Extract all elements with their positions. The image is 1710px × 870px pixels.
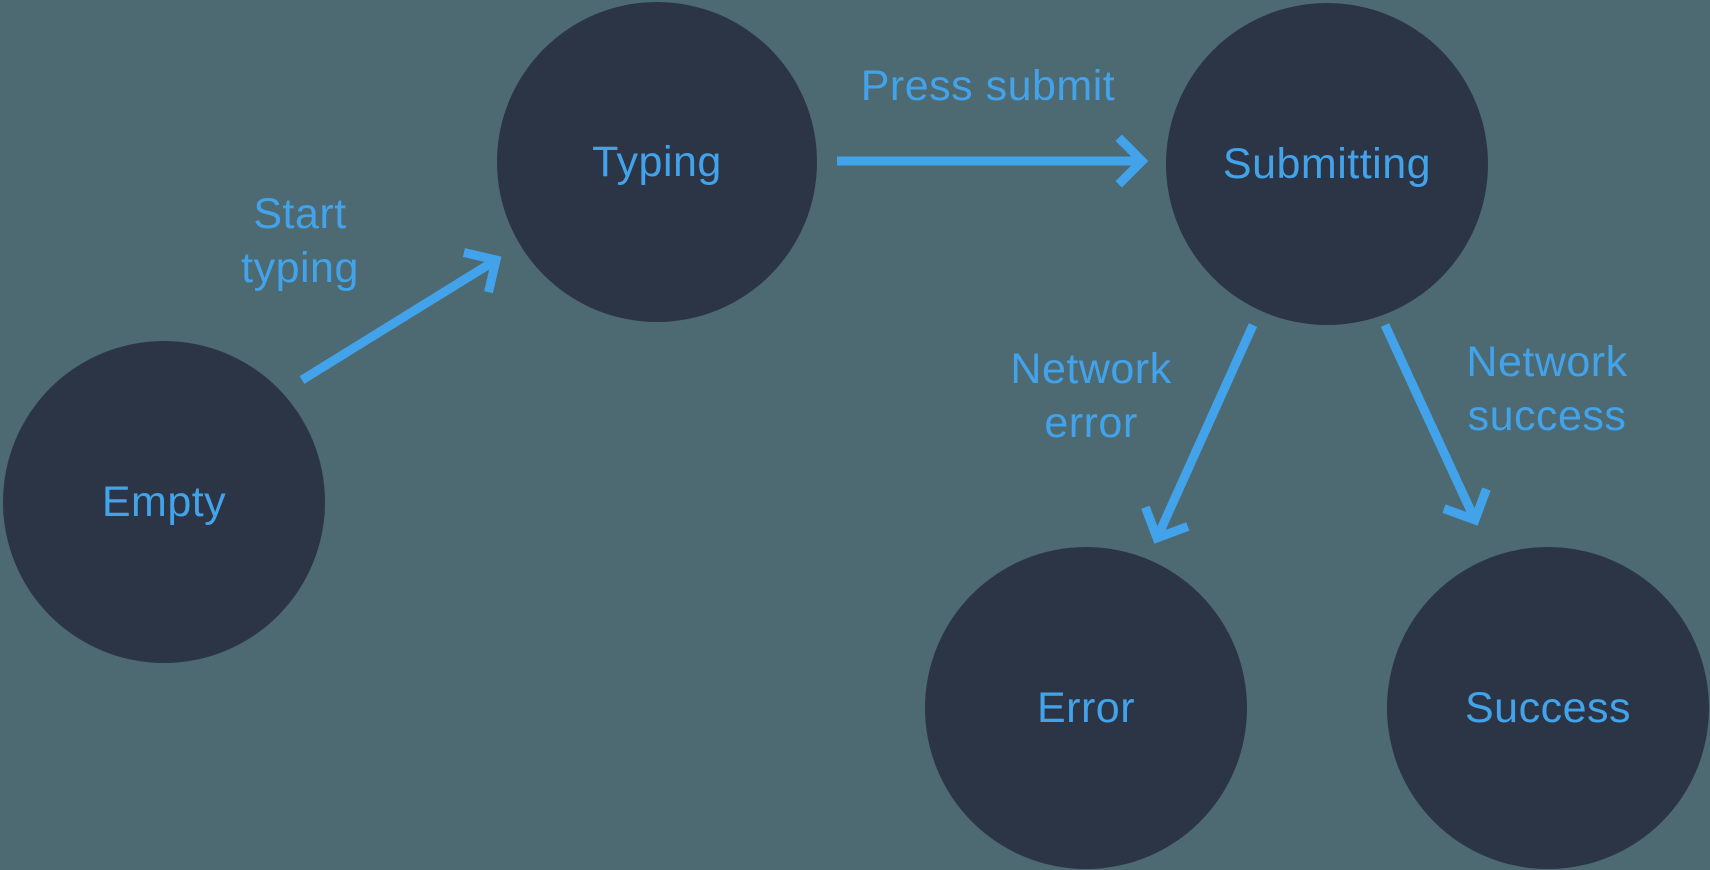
state-node-success: Success	[1387, 547, 1709, 869]
state-node-label: Typing	[592, 137, 722, 186]
state-node-label: Submitting	[1222, 139, 1432, 188]
transition-label-press-submit: Press submit	[860, 62, 1116, 110]
state-node-error: Error	[925, 547, 1247, 869]
state-node-submitting: Submitting	[1166, 3, 1488, 325]
transition-label-start-typing: Start typing	[241, 190, 359, 292]
state-node-typing: Typing	[497, 2, 817, 322]
arrow-head	[1442, 487, 1491, 526]
state-node-empty: Empty	[3, 341, 325, 663]
arrow-shaft	[1380, 323, 1480, 522]
state-node-label: Empty	[101, 477, 227, 526]
arrow-head	[1115, 134, 1149, 188]
transition-label-network-error: Network error	[1010, 345, 1172, 447]
state-node-label: Success	[1464, 683, 1631, 732]
transition-arrow-press-submit	[837, 134, 1149, 188]
arrow-head	[462, 248, 502, 294]
arrow-head	[1141, 505, 1190, 544]
state-node-label: Error	[1036, 683, 1136, 732]
transition-label-network-success: Network success	[1466, 338, 1628, 440]
